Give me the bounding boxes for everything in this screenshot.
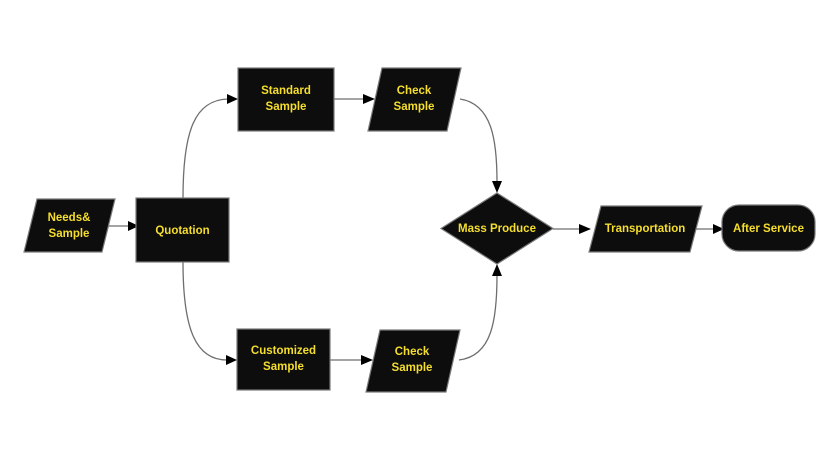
edge-check-top-to-mass [459, 98, 502, 193]
arrow-head-icon [361, 355, 373, 365]
edge-line [182, 98, 229, 199]
arrow-head-icon [492, 181, 502, 193]
node-transportation[interactable]: Transportation [588, 205, 703, 253]
arrow-head-icon [227, 94, 238, 104]
node-shape-rectangle[interactable] [237, 67, 335, 132]
node-shape-parallelogram[interactable] [23, 198, 116, 253]
arrow-head-icon [579, 224, 591, 234]
node-shape-parallelogram[interactable] [367, 67, 462, 132]
node-shape-rounded-rectangle[interactable] [721, 204, 816, 252]
arrow-head-icon [363, 94, 375, 104]
node-after-service[interactable]: After Service [721, 204, 816, 252]
node-customized-sample[interactable]: Customized Sample [236, 328, 331, 391]
edge-customized-to-check-bottom [330, 355, 373, 365]
node-shape-rectangle[interactable] [236, 328, 331, 391]
node-quotation[interactable]: Quotation [135, 197, 230, 263]
edges-layer [92, 94, 724, 365]
nodes-layer: Needs& Sample Quotation Standard Sample … [23, 67, 816, 393]
edge-line [459, 98, 498, 183]
edge-line [458, 274, 498, 361]
node-shape-diamond[interactable] [439, 192, 555, 265]
node-shape-rectangle[interactable] [135, 197, 230, 263]
node-check-sample-bottom[interactable]: Check Sample [365, 329, 461, 393]
node-shape-parallelogram[interactable] [588, 205, 703, 253]
arrow-head-icon [226, 355, 237, 365]
edge-quotation-to-customized [182, 261, 237, 365]
node-mass-produce[interactable]: Mass Produce [439, 192, 555, 265]
arrow-head-icon [128, 221, 139, 231]
arrow-head-icon [713, 224, 724, 234]
node-shape-parallelogram[interactable] [365, 329, 461, 393]
edge-quotation-to-standard [182, 94, 238, 199]
arrow-head-icon [492, 264, 502, 276]
edge-mass-to-transportation [553, 224, 591, 234]
node-needs-sample[interactable]: Needs& Sample [23, 198, 116, 253]
node-check-sample-top[interactable]: Check Sample [367, 67, 462, 132]
edge-check-bottom-to-mass [458, 264, 502, 361]
node-standard-sample[interactable]: Standard Sample [237, 67, 335, 132]
edge-standard-to-check-top [334, 94, 375, 104]
edge-line [182, 261, 228, 361]
